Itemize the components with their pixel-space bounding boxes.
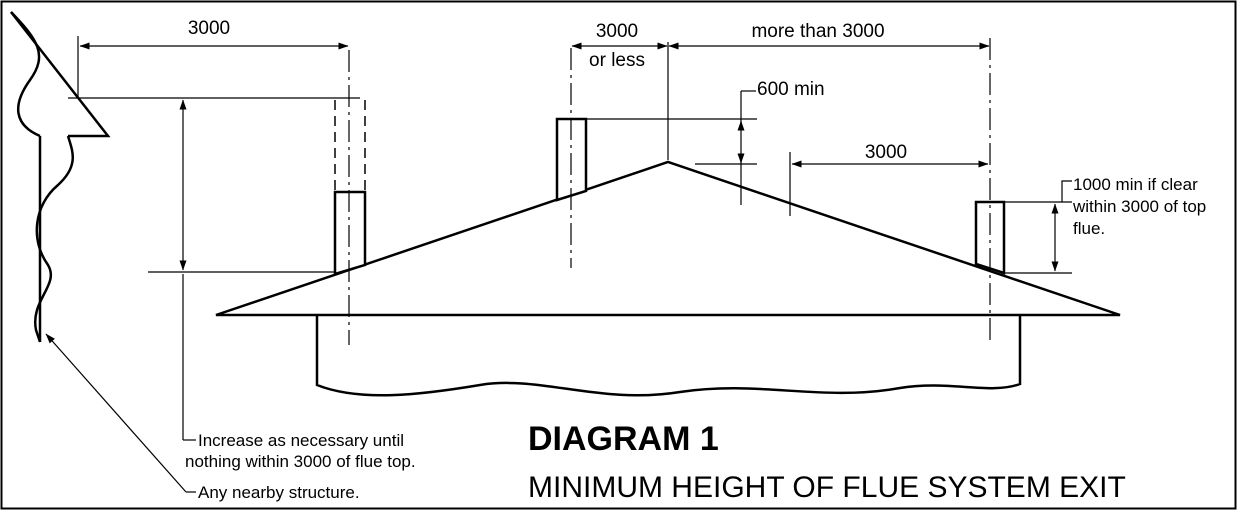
building-roof: [215, 160, 1121, 397]
leader-nearby-structure: [45, 333, 187, 493]
diagram-subtitle: MINIMUM HEIGHT OF FLUE SYSTEM EXIT: [528, 471, 1126, 504]
dim-label-1000-line3: flue.: [1073, 219, 1105, 238]
note-increase-line2: nothing within 3000 of flue top.: [185, 452, 416, 471]
dim-label-1000-line2: within 3000 of top: [1072, 197, 1206, 216]
dim-label-600-min: 600 min: [757, 79, 825, 100]
flue-left: [333, 190, 367, 276]
dim-label-middle-3000: 3000: [596, 21, 638, 42]
dim-label-more-than-3000: more than 3000: [751, 21, 884, 42]
flue-center-lines: [348, 38, 991, 345]
dim-label-left-3000: 3000: [188, 18, 230, 39]
diagram-title: DIAGRAM 1: [528, 420, 719, 458]
flue-increase-outline: [334, 100, 366, 192]
dimension-arrows: [45, 42, 1059, 493]
dim-label-1000-line1: 1000 min if clear: [1073, 175, 1198, 194]
note-increase-line1: Increase as necessary until: [198, 431, 404, 450]
dim-label-right-3000: 3000: [865, 142, 907, 163]
note-nearby-structure: Any nearby structure.: [198, 483, 360, 502]
extension-lines: [68, 36, 1072, 441]
dim-label-or-less: or less: [589, 50, 645, 71]
nearby-structure: [10, 11, 111, 343]
